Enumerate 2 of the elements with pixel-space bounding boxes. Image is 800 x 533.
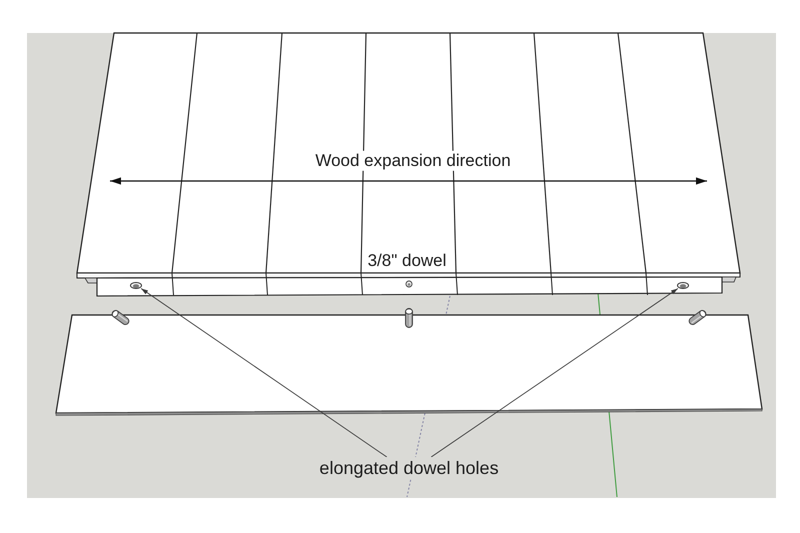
leader-line: [430, 288, 678, 458]
leader-line: [140, 288, 388, 458]
